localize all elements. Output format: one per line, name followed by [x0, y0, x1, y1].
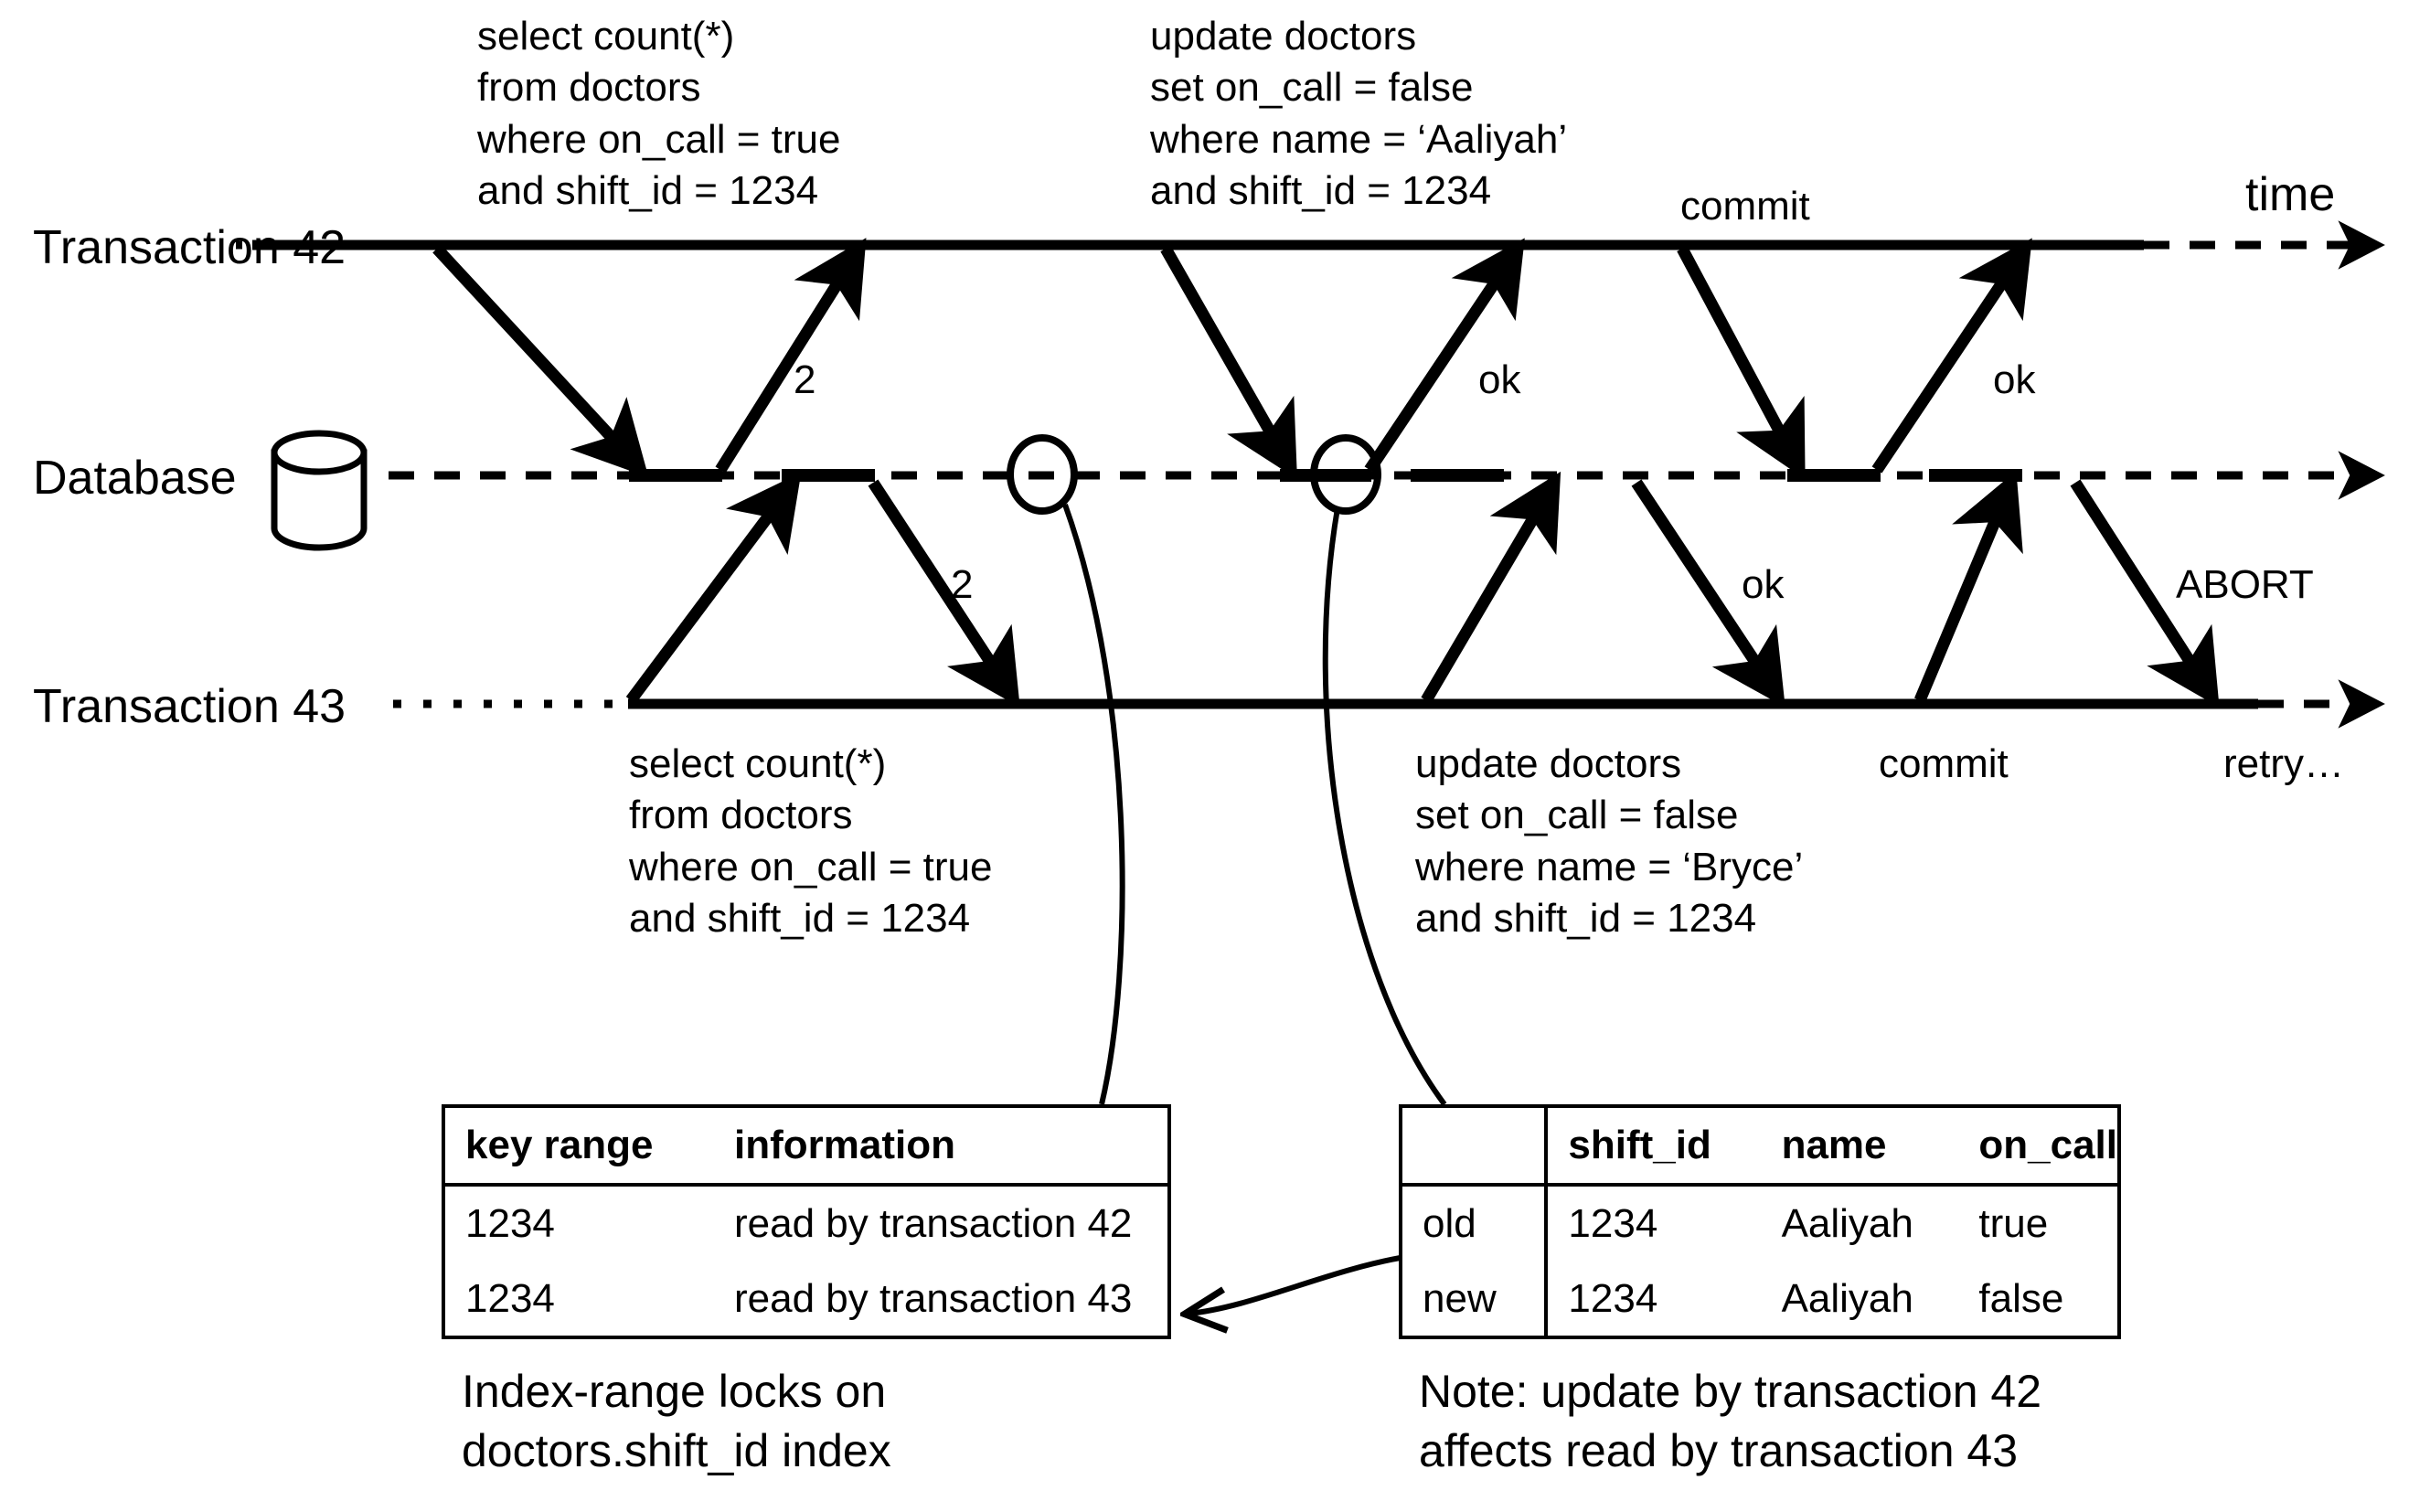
arrow-rowtable-to-locktable — [1188, 1254, 1406, 1314]
lock-marker-circle-left — [1007, 434, 1078, 515]
table-header-row: key range information — [445, 1108, 1167, 1187]
row-version-table: shift_id name on_call old 1234 Aaliyah t… — [1399, 1104, 2121, 1339]
database-cylinder-icon — [271, 430, 368, 551]
cell-name: Aaliyah — [1781, 1275, 1913, 1321]
arrow-t43-abort-response — [2070, 479, 2220, 708]
label-t43-select-result: 2 — [951, 562, 974, 607]
cell-shift-id: 1234 — [1568, 1275, 1658, 1321]
txn43-retry-label: retry… — [2223, 741, 2344, 786]
lock-marker-circle-right — [1310, 434, 1381, 515]
table-row: 1234 read by transaction 43 — [445, 1262, 1167, 1336]
lane-label-database: Database — [33, 452, 237, 505]
txn42-select-statement: select count(*) from doctors where on_ca… — [477, 14, 841, 213]
txn42-commit-label: commit — [1680, 184, 1810, 229]
txn43-select-statement: select count(*) from doctors where on_ca… — [629, 741, 993, 941]
txn43-update-statement: update doctors set on_call = false where… — [1415, 741, 1804, 941]
cell-version: old — [1402, 1185, 1549, 1262]
label-t43-abort-result: ABORT — [2176, 562, 2314, 607]
row-table-caption: Note: update by transaction 42 affects r… — [1419, 1366, 2042, 1476]
col-header-version — [1402, 1108, 1549, 1187]
table-row: old 1234 Aaliyah true — [1402, 1185, 2117, 1262]
label-t43-update-result: ok — [1742, 562, 1785, 607]
txn43-commit-label: commit — [1879, 741, 2009, 786]
table-header-row: shift_id name on_call — [1402, 1108, 2117, 1187]
arrow-t42-update-request — [1160, 245, 1297, 480]
arrow-t43-select-request — [625, 472, 802, 704]
table-row: 1234 read by transaction 42 — [445, 1185, 1167, 1262]
col-header-shift-id: shift_id — [1546, 1108, 1762, 1187]
cell-on-call: false — [1978, 1275, 2064, 1321]
col-header-on-call: on_call — [1958, 1108, 2117, 1187]
cell-key-range: 1234 — [465, 1201, 555, 1247]
index-range-lock-table: key range information 1234 read by trans… — [442, 1104, 1171, 1339]
lock-table-caption: Index-range locks on doctors.shift_id in… — [462, 1366, 891, 1476]
arrow-t43-update-request — [1421, 471, 1561, 704]
arrow-t42-select-request — [432, 244, 649, 478]
lane-label-txn43: Transaction 43 — [33, 680, 346, 733]
arrow-t42-update-response — [1364, 238, 1525, 474]
arrow-t43-update-response — [1631, 479, 1785, 708]
lane-label-txn42: Transaction 42 — [33, 221, 346, 274]
leader-line-right-lock — [1322, 507, 1447, 1106]
label-t42-commit-result: ok — [1993, 357, 2036, 402]
label-t42-update-result: ok — [1478, 357, 1521, 402]
arrow-t43-commit-request — [1914, 471, 2023, 703]
cell-version: new — [1402, 1262, 1549, 1336]
col-header-key-range: key range — [445, 1108, 714, 1187]
leader-line-left-lock — [1062, 503, 1125, 1105]
label-t42-select-result: 2 — [794, 357, 816, 402]
cell-shift-id: 1234 — [1568, 1201, 1658, 1247]
txn42-update-statement: update doctors set on_call = false where… — [1150, 14, 1568, 213]
cell-information: read by transaction 42 — [734, 1201, 1133, 1247]
arrow-t42-commit-request — [1677, 245, 1806, 480]
col-header-name: name — [1761, 1108, 1959, 1187]
time-axis-label: time — [2245, 168, 2336, 221]
arrow-t42-select-response — [715, 238, 867, 474]
cell-name: Aaliyah — [1781, 1201, 1913, 1247]
cell-key-range: 1234 — [465, 1275, 555, 1321]
arrow-t43-select-response — [868, 479, 1020, 708]
cell-information: read by transaction 43 — [734, 1275, 1133, 1321]
arrow-t42-commit-response — [1871, 238, 2032, 474]
cell-on-call: true — [1978, 1201, 2049, 1247]
col-header-information: information — [714, 1108, 1167, 1187]
table-row: new 1234 Aaliyah false — [1402, 1262, 2117, 1336]
